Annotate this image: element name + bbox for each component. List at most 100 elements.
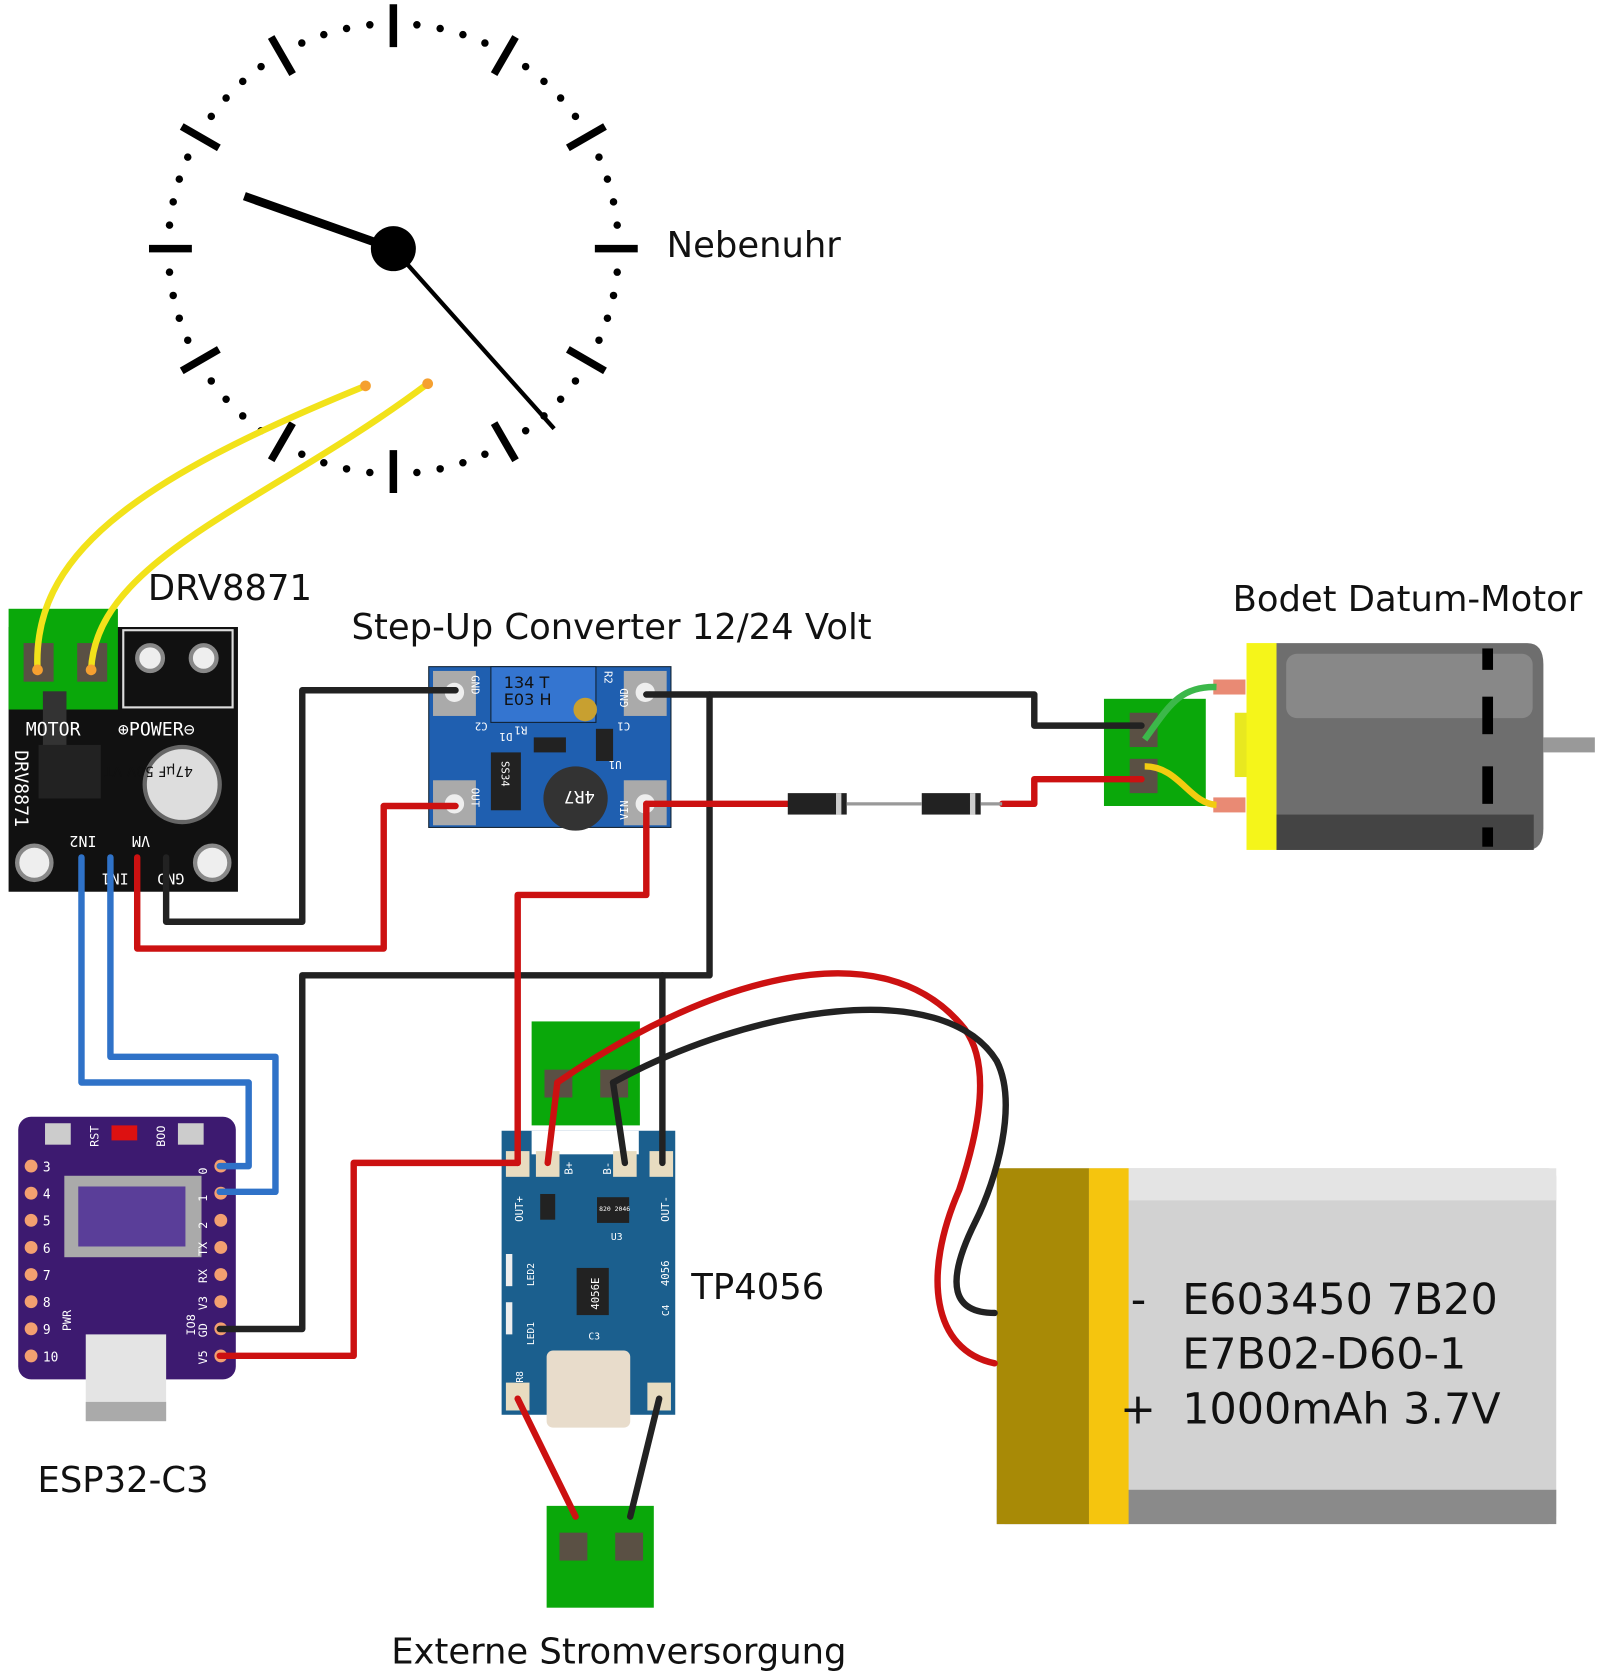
silk-c3: C3 — [588, 1332, 600, 1343]
esp32-pin-left — [24, 1322, 38, 1336]
silk-u3: U3 — [611, 1232, 623, 1243]
minute-dot — [239, 412, 247, 420]
minute-dot — [613, 268, 621, 276]
minute-dot — [556, 94, 565, 102]
wire-battery-plus — [554, 970, 998, 1367]
wire-end — [85, 664, 97, 676]
minute-dot — [342, 465, 351, 473]
minute-dot — [183, 336, 192, 344]
minute-dot — [413, 21, 421, 29]
minute-dot — [165, 221, 174, 229]
hour-tick — [179, 346, 221, 375]
silk-in2: IN2 — [69, 832, 96, 850]
stepup-converter-board: 134 T E03 H GND GND OUT VIN SS34 4R7 C2 … — [428, 666, 672, 831]
esp32-pin-label-right: TX — [196, 1242, 210, 1256]
minute-dot — [298, 39, 306, 47]
wires — [32, 378, 1145, 1520]
esp32-pin-label-right: RX — [196, 1269, 210, 1283]
silk-io8: IO8 — [184, 1314, 198, 1335]
wire-in1 — [107, 854, 279, 1196]
minute-dot — [459, 458, 467, 467]
silk-outminus: OUT- — [659, 1196, 672, 1222]
wire-motor-b — [87, 380, 431, 674]
esp32-pin-left — [24, 1186, 38, 1200]
silk-r1: R1 — [514, 724, 527, 737]
minute-dot — [239, 77, 247, 86]
wire-in2 — [78, 854, 252, 1170]
minute-dot — [613, 221, 621, 229]
esp32-pin-right — [214, 1213, 228, 1227]
drv8871-board: MOTOR ⊕POWER⊖ DRV8871 47µF 50V VT IN2 IN… — [8, 608, 238, 892]
esp32-pin-label-right: GD — [196, 1323, 210, 1337]
esp32-pin-left — [24, 1213, 38, 1227]
silk-r8: R8 — [515, 1371, 526, 1383]
minute-dot — [459, 30, 467, 39]
diode-band — [836, 793, 842, 815]
hour-tick — [267, 421, 296, 463]
minute-dot — [413, 468, 421, 477]
battery-minus-sign: - — [1131, 1275, 1146, 1325]
hour-tick — [267, 35, 296, 77]
silk-d1: D1 — [499, 730, 512, 743]
minute-dot — [603, 175, 612, 183]
esp32-pin-right — [214, 1268, 228, 1282]
minute-dot — [165, 268, 174, 276]
minute-dot — [320, 458, 328, 467]
silk-c1: C1 — [617, 719, 630, 732]
wire-ext-minus — [627, 1395, 663, 1520]
hour-tick — [179, 123, 221, 152]
silk-motor: MOTOR — [26, 719, 81, 740]
silk-vm: VM — [132, 832, 150, 850]
esp32-pin-right — [214, 1295, 228, 1309]
battery-terminal-block — [531, 1021, 640, 1126]
minute-dot — [342, 24, 351, 33]
silk-power: ⊕POWER⊖ — [118, 719, 195, 740]
esp32-pin-right — [214, 1241, 228, 1254]
silk-pwr: PWR — [60, 1309, 74, 1331]
bodet-date-motor — [1103, 643, 1595, 850]
esp32-pin-label-left: 3 — [43, 1160, 51, 1175]
tp4056-board: B+ B- OUT+ OUT- 4056E 820 2046 4056 LED2… — [501, 1130, 676, 1428]
minute-dot — [436, 465, 444, 473]
minute-dot — [521, 62, 530, 71]
wire-esp-gnd — [216, 691, 713, 1333]
minute-dot — [481, 39, 489, 47]
wire-esp-v5 — [216, 1159, 521, 1360]
hour-hand — [242, 192, 395, 253]
minute-dot — [175, 314, 184, 322]
silk-bminus: B- — [601, 1162, 614, 1175]
esp32-pin-left — [24, 1349, 38, 1363]
clock-center — [370, 226, 416, 272]
battery-line-1: E603450 7B20 — [1182, 1275, 1498, 1325]
esp32-pin-label-right: 2 — [196, 1222, 210, 1229]
minute-dot — [169, 291, 177, 300]
minute-dot — [609, 291, 618, 300]
minute-dot — [595, 153, 603, 161]
minute-dot — [556, 395, 565, 404]
esp32-pin-left — [24, 1241, 38, 1254]
minute-dot — [222, 94, 230, 102]
silk-4056: 4056 — [659, 1260, 672, 1286]
silk-gnd: GND — [157, 870, 184, 888]
wire-tp-out-plus — [514, 800, 650, 1167]
esp32-pin-label-left: 10 — [43, 1350, 58, 1365]
silk-pot: 134 T — [504, 673, 550, 692]
minute-dot — [603, 314, 612, 322]
silk-in1: IN1 — [102, 870, 129, 888]
silk-led1: LED1 — [526, 1322, 537, 1345]
silk-r2: R2 — [602, 671, 615, 684]
wire-end — [422, 378, 434, 390]
diode — [787, 793, 847, 815]
esp32-pin-label-left: 7 — [43, 1269, 51, 1284]
silk-outplus: OUT+ — [513, 1196, 526, 1222]
esp32-pin-label-right: 1 — [196, 1195, 210, 1202]
silk-cap: 47µF 50V VT — [104, 762, 193, 778]
diode-band — [969, 793, 976, 815]
slave-clock — [148, 4, 638, 494]
silk-bplus: B+ — [562, 1162, 575, 1175]
minute-dot — [320, 30, 328, 39]
wire-motor-a — [34, 382, 369, 674]
silk-4r7: 4R7 — [564, 786, 595, 806]
minute-dot — [609, 198, 618, 206]
minute-dot — [571, 377, 580, 385]
